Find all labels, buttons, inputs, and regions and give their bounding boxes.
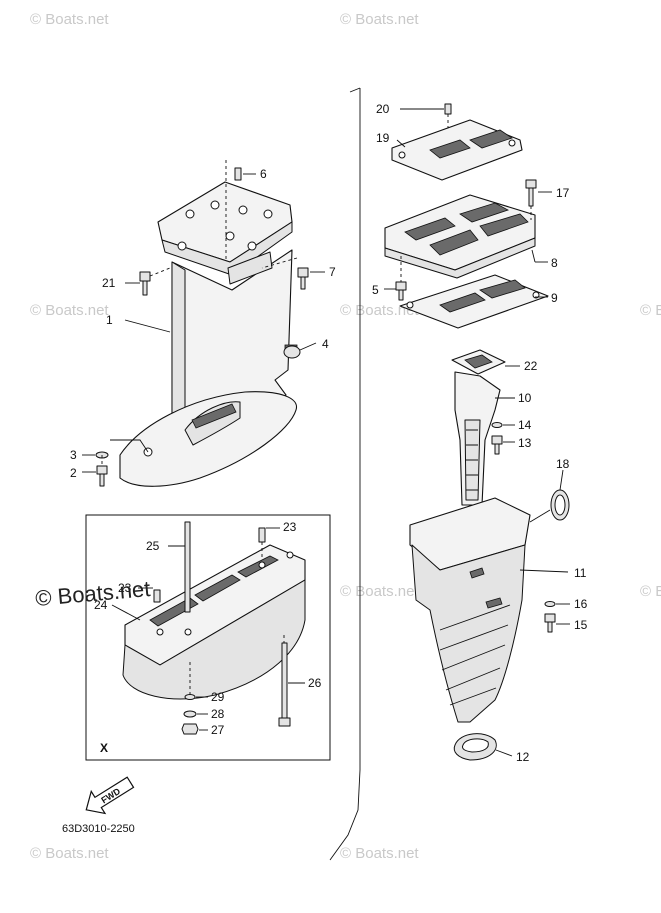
- seal-18: [529, 469, 570, 523]
- diagram-code: 63D3010-2250: [62, 823, 135, 835]
- callout-16: 16: [574, 597, 588, 611]
- divider-line: [329, 88, 361, 861]
- washer-29: [184, 662, 208, 700]
- divider-line: [349, 87, 361, 93]
- bolt-7: [261, 257, 325, 290]
- callout-26: 26: [308, 676, 322, 690]
- callout-2: 2: [70, 466, 77, 480]
- callout-7: 7: [329, 265, 336, 279]
- seal-12: [453, 733, 513, 761]
- bolt-2: [82, 465, 108, 487]
- detail-inset-box: [85, 514, 331, 761]
- callout-15: 15: [574, 618, 588, 632]
- watermark-text: © Boats.net: [640, 302, 661, 319]
- callout-21: 21: [102, 276, 116, 290]
- watermark-text: © Boats.net: [30, 845, 109, 862]
- exhaust-guide-8: [384, 194, 548, 279]
- dowel-pin-23: [258, 527, 280, 560]
- muffler-11: [409, 497, 569, 723]
- fwd-arrow-icon: FWD: [85, 776, 135, 815]
- watermark-text: © Boats.net: [640, 583, 661, 600]
- bolt-5: [384, 256, 407, 301]
- washer-3: [82, 451, 109, 475]
- callout-29: 29: [211, 690, 225, 704]
- watermark-large: © Boats.net: [34, 576, 151, 611]
- upper-casing-part-1: [110, 181, 298, 487]
- exhaust-pipe-10: [454, 371, 515, 506]
- watermark-text: © Boats.net: [30, 11, 109, 28]
- callout-5: 5: [372, 283, 379, 297]
- leader-line-24: [111, 604, 141, 621]
- callout-10: 10: [518, 391, 532, 405]
- callout-6: 6: [260, 167, 267, 181]
- watermark-text: © Boats.net: [30, 302, 109, 319]
- bolt-13: [491, 435, 515, 455]
- callout-4: 4: [322, 337, 329, 351]
- callout-19: 19: [376, 131, 390, 145]
- callout-1: 1: [106, 313, 113, 327]
- washer-28: [183, 710, 208, 718]
- callout-22: 22: [524, 359, 538, 373]
- callout-9: 9: [551, 291, 558, 305]
- callout-20: 20: [376, 102, 390, 116]
- washer-16: [544, 601, 570, 607]
- callout-28: 28: [211, 707, 225, 721]
- watermark-layer: © Boats.net © Boats.net © Boats.net © Bo…: [30, 11, 661, 862]
- dowel-pin-23-second: [138, 587, 161, 603]
- callout-18: 18: [556, 457, 570, 471]
- callout-11: 11: [574, 566, 587, 580]
- callout-12: 12: [516, 750, 530, 764]
- callout-8: 8: [551, 256, 558, 270]
- nut-27: [181, 723, 208, 735]
- watermark-text: © Boats.net: [340, 845, 419, 862]
- leader-line-1: [124, 319, 171, 333]
- stud-bolt-25: [168, 521, 191, 613]
- callout-25: 25: [146, 539, 160, 553]
- callout-17: 17: [556, 186, 570, 200]
- callout-23: 23: [118, 581, 132, 595]
- callout-3: 3: [70, 448, 77, 462]
- callout-27: 27: [211, 723, 225, 737]
- dowel-pin-20: [400, 103, 452, 128]
- bolt-6: [225, 160, 256, 260]
- watermark-text: © Boats.net: [340, 583, 419, 600]
- spacer-part-24: [122, 544, 306, 700]
- bolt-17: [525, 179, 552, 220]
- gasket-9: [399, 274, 549, 329]
- callout-14: 14: [518, 418, 532, 432]
- watermark-text: © Boats.net: [340, 11, 419, 28]
- bolt-15: [544, 613, 570, 633]
- callout-13: 13: [518, 436, 532, 450]
- stud-bolt-26: [278, 635, 305, 727]
- bolt-21: [125, 267, 171, 296]
- gasket-22: [451, 349, 520, 375]
- gasket-19: [391, 119, 523, 181]
- callout-24: 24: [94, 598, 108, 612]
- grommet-4: [283, 342, 317, 359]
- callout-23: 23: [283, 520, 297, 534]
- inset-label: X: [100, 741, 108, 755]
- washer-14: [491, 422, 515, 428]
- callout-labels: 1 2 3 4 5 6 7 8 9 10 11 12 13 14 15 16 1…: [70, 102, 588, 764]
